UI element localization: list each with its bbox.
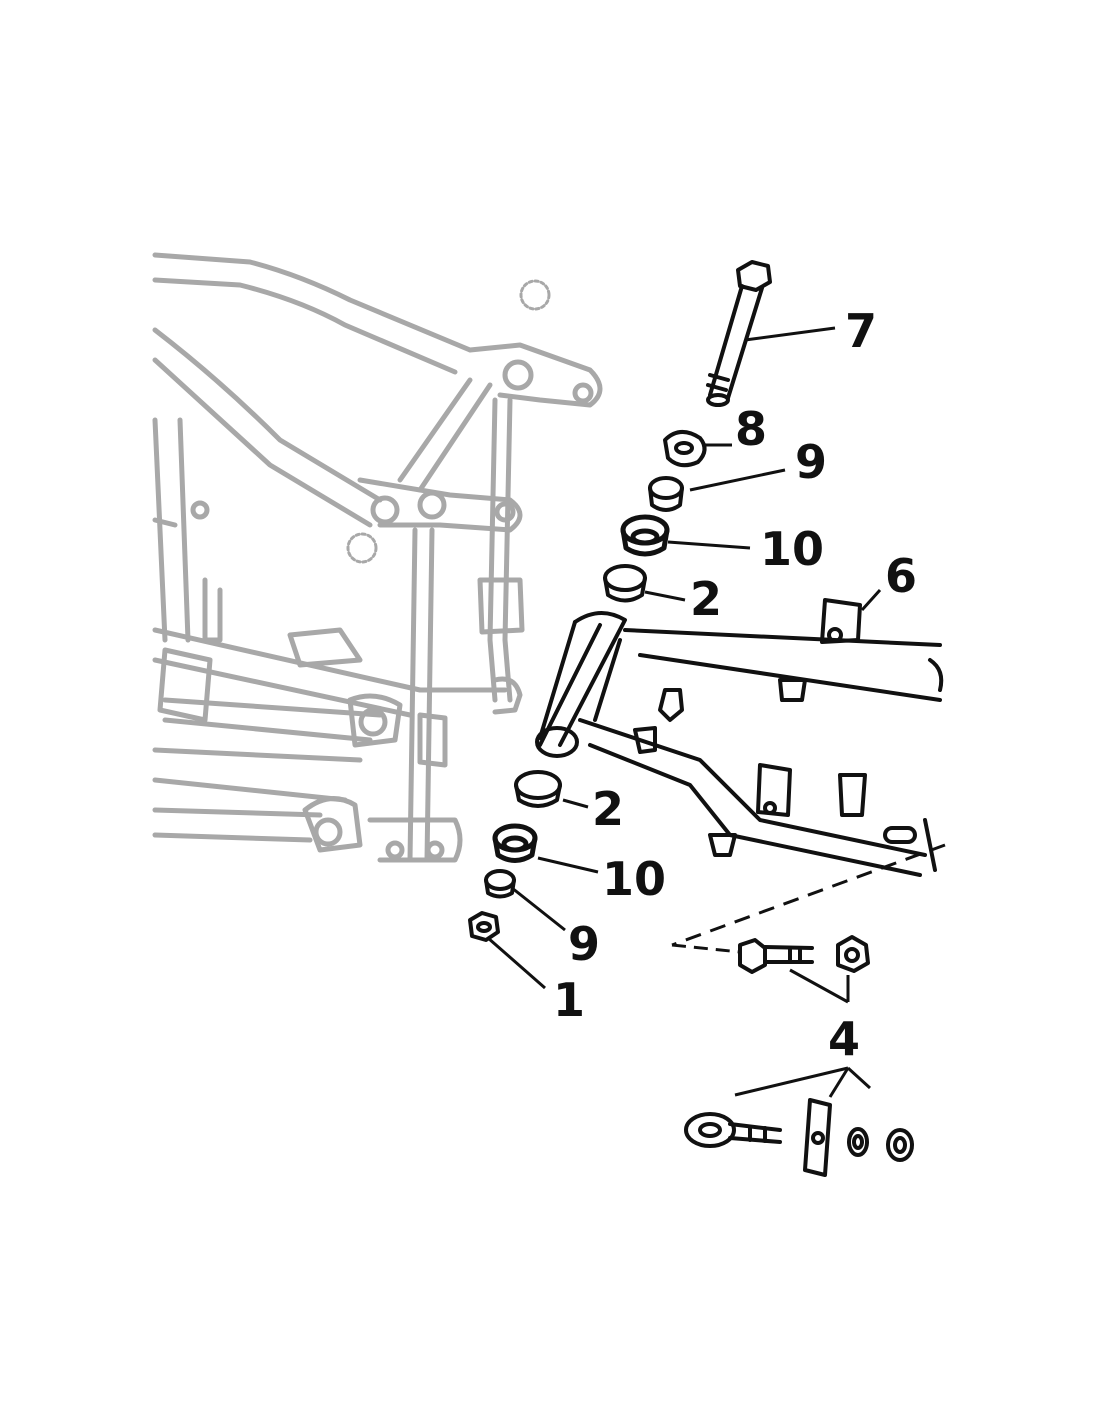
tab-washer [663,430,707,468]
callout-10-lower: 10 [602,852,666,906]
callout-1: 1 [553,973,585,1027]
clamp-bolt-and-nut [738,935,870,974]
upper-seal-cap [603,564,647,603]
swing-arm [535,598,944,877]
upper-spacer [648,476,684,512]
callout-8: 8 [735,402,767,456]
main-frame-ghost [152,252,603,863]
callout-labels: 7 8 9 10 6 2 2 10 9 1 4 [553,304,917,1066]
spindle-nut [468,911,500,942]
lower-bush [492,823,538,863]
callout-2-upper: 2 [690,572,722,626]
callout-6: 6 [885,549,917,603]
callout-10-upper: 10 [760,522,824,576]
callout-7: 7 [845,304,877,358]
callout-2-lower: 2 [592,782,624,836]
upper-bush [620,514,670,557]
callout-4: 4 [828,1012,860,1066]
lower-spacer [484,869,516,899]
pivot-spindle-bolt [706,260,772,407]
lower-seal-cap [514,770,562,808]
callout-9-lower: 9 [568,917,600,971]
callout-9-upper: 9 [795,435,827,489]
leader-lines [487,326,946,1098]
eye-bolt-plate-washer-set [684,1098,914,1177]
